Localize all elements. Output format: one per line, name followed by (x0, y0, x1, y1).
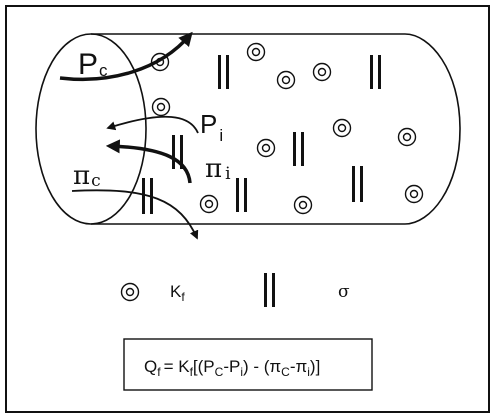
kf-symbols (150, 42, 424, 215)
kf-symbol (404, 184, 424, 204)
kf-symbol-inner-ring (298, 200, 308, 210)
kf-symbol-outer-ring (397, 127, 417, 147)
sigma-bar-left (142, 178, 145, 214)
equation: Qf= Kf[(PC-Pi) - (πC-πi)] (144, 357, 320, 379)
kf-symbol-inner-ring (409, 189, 419, 199)
sigma-bar-left (370, 55, 373, 89)
kf-symbol-outer-ring (246, 42, 266, 62)
kf-symbol-outer-ring (256, 138, 276, 158)
legend-sigma-bar-left (264, 273, 267, 307)
kf-symbol (246, 42, 266, 62)
kf-symbol (312, 62, 332, 82)
pc-label: Pc (78, 48, 108, 81)
kf-symbol (293, 195, 313, 215)
kf-symbol-inner-ring (156, 102, 166, 112)
kf-symbol-inner-ring (337, 123, 347, 133)
kf-symbol-outer-ring (151, 97, 171, 117)
legend-sigma-bar-right (272, 273, 275, 307)
kf-symbol-inner-ring (251, 47, 261, 57)
kf-symbol-inner-ring (402, 132, 412, 142)
kf-symbol-inner-ring (204, 199, 214, 209)
kf-symbol (276, 70, 296, 90)
sigma-bar-right (244, 178, 247, 212)
kf-symbol (199, 194, 219, 214)
legend-kf-label: Kf (170, 282, 185, 304)
kf-symbol (397, 127, 417, 147)
pic-arrow (71, 189, 199, 240)
legend-sigma-label: σ (338, 282, 350, 302)
legend-kf: Kf (120, 282, 185, 304)
kf-symbol-outer-ring (312, 62, 332, 82)
kf-symbol (151, 97, 171, 117)
kf-symbol-outer-ring (150, 52, 170, 72)
kf-symbol-inner-ring (155, 57, 165, 67)
kf-symbol (332, 118, 352, 138)
legend-kf-symbol-outer (120, 282, 140, 302)
pic-label: πc (73, 161, 101, 191)
kf-symbol (256, 138, 276, 158)
sigma-bar-right (150, 178, 153, 214)
kf-symbol-inner-ring (261, 143, 271, 153)
sigma-symbol (370, 55, 381, 89)
pi-arrow (106, 115, 199, 134)
kf-symbol-outer-ring (293, 195, 313, 215)
sigma-bar-left (293, 132, 296, 166)
sigma-bar-left (352, 166, 355, 202)
capillary-end-cap (404, 33, 461, 225)
sigma-symbol (293, 132, 304, 166)
kf-symbol-outer-ring (332, 118, 352, 138)
sigma-symbol (352, 166, 363, 202)
sigma-bar-right (180, 135, 183, 169)
sigma-bar-right (226, 55, 229, 89)
sigma-symbols (142, 55, 381, 214)
kf-symbol-outer-ring (404, 184, 424, 204)
sigma-symbol (172, 135, 183, 169)
legend-kf-symbol-inner (125, 287, 135, 297)
pc-arrow (59, 31, 193, 82)
kf-symbol-outer-ring (199, 194, 219, 214)
capillary-tube (35, 33, 461, 225)
sigma-bar-left (236, 178, 239, 212)
sigma-bar-left (218, 55, 221, 89)
sigma-symbol (236, 178, 247, 212)
legend-sigma: σ (264, 273, 350, 307)
kf-symbol-inner-ring (281, 75, 291, 85)
sigma-bar-right (301, 132, 304, 166)
sigma-symbol (218, 55, 229, 89)
sigma-bar-right (378, 55, 381, 89)
sigma-bar-left (172, 135, 175, 169)
kf-symbol-inner-ring (317, 67, 327, 77)
kf-symbol (150, 52, 170, 72)
pii-arrow (105, 139, 192, 184)
sigma-bar-right (360, 166, 363, 202)
sigma-symbol (142, 178, 153, 214)
equation-box (123, 338, 373, 391)
kf-symbol-outer-ring (276, 70, 296, 90)
